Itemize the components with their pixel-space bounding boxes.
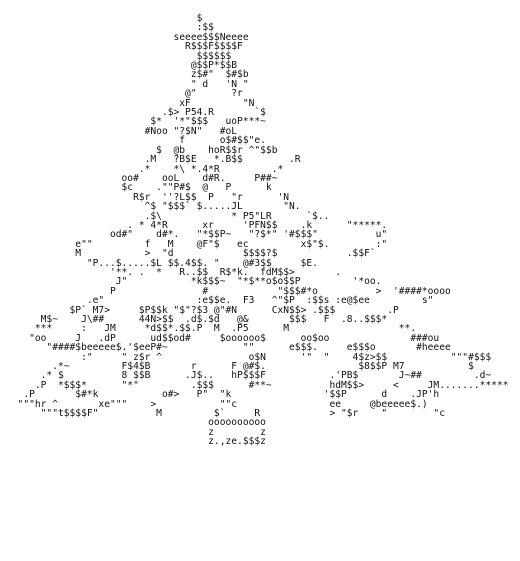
art-line: .e" :e$$e. F3 ^"$P :$$s :e@$ee s" (6, 295, 434, 307)
art-line: .P *$$$* "*" .$$$ #**~ hdM$$> < JM......… (6, 379, 509, 391)
art-line: '**. . * R..$$ R$*k. fdM$$> . (6, 266, 342, 278)
art-line: z.,ze.$$$z (6, 436, 266, 448)
art-line: oooooooooo (6, 417, 266, 429)
art-line: .$\ * P5"LR `$.. (6, 210, 330, 222)
art-line: .$> P54.R `$ (6, 107, 266, 119)
art-line: seeee$$$Neeee (6, 31, 249, 43)
art-line: :$$ (6, 22, 214, 34)
art-line: @" ?r (6, 88, 243, 100)
art-line: J" *k$$$~ "*$**o$o$$P '*oo. (6, 276, 382, 288)
art-line: .P $#*k o#> P" "k '$$P d .JP'h (6, 389, 440, 401)
art-line: "####$beeeee$.'$eeP#~ "" e$$$. e$$$o #he… (6, 342, 451, 354)
art-line: .* $ 8 $$B .J$.. hP$$$F .'PB$ J~## .d~ (6, 370, 492, 382)
art-line: z z (6, 426, 266, 438)
art-line: R$r ''?L$$ P "r 'N (6, 191, 290, 203)
art-line: :" " z$r ^ o$N '" " 4$z>$$ """#$$$ (6, 351, 492, 363)
art-line: e"" f M @F"$ ec x$"$. :" (6, 238, 388, 250)
art-line: f o$#$$"e. (6, 135, 266, 147)
art-line: .M ?B$E *.B$$ .R (6, 154, 301, 166)
art-line: *** : JM *d$$*.$$.P M .P5 M **. (6, 323, 417, 335)
art-line: M$~ J\## 44N>$$ .d$.$d @& $$$ F .8..$$$* (6, 314, 388, 325)
art-line: oo# ooL d#R. P##~ (6, 172, 278, 184)
art-line: $* '*"$$$ uoP***~ (6, 116, 266, 128)
art-line: """hr ^ xe""" > ""c ee @beeeee$.) (6, 398, 428, 410)
art-line: $c .""P#$ @ P k (6, 182, 272, 194)
art-line: xF "N (6, 97, 255, 109)
art-line: .*~ F$4$B r F @#$. $8$$P M7 $ (6, 361, 474, 373)
art-line: . * 4*R xr 'PFN$$ .k "*****. (6, 219, 388, 231)
art-line: R$$$F$$$$F (6, 41, 243, 53)
ascii-christmas-tree-art: $ :$$ seeee$$$Neeee R$$$F$$$$F $$$$$$ @$… (6, 14, 509, 447)
art-line: $$$$$$ (6, 50, 232, 62)
art-line: "oo J .dP ud$$od# $oooooo$ oo$oo ###ou (6, 332, 440, 344)
art-line: od#" d#*. "*$$P~ "?$*" '#$$$" u" (6, 229, 388, 241)
art-line: #Noo "?$N" #oL (6, 125, 238, 137)
art-line: @$$P*$$B (6, 60, 238, 72)
art-line: P # "$$$#*o > '####*oooo (6, 285, 451, 297)
art-line: " d 'N " (6, 78, 249, 90)
art-line: M > "d $$$$?$ .$$F` (6, 248, 376, 260)
art-line: z$#" $#$b (6, 69, 249, 81)
art-line: .* *\ *.4*R .* (6, 163, 284, 175)
art-line: "P...$.....$L $$.4$$. " @#3$$ $E. (6, 257, 318, 269)
art-line: $ @b hoR$$r ^"$$b (6, 144, 278, 156)
art-line: $P` M7> $P$$k "$"?$3 @"#N CxN$$> .$$$ .P (6, 304, 399, 316)
art-line: $ (6, 13, 203, 24)
art-line: ^$ "$$$` $.....JL "N. (6, 201, 301, 213)
art-line: """t$$$$F" M $` R > "$r " "c (6, 408, 445, 420)
